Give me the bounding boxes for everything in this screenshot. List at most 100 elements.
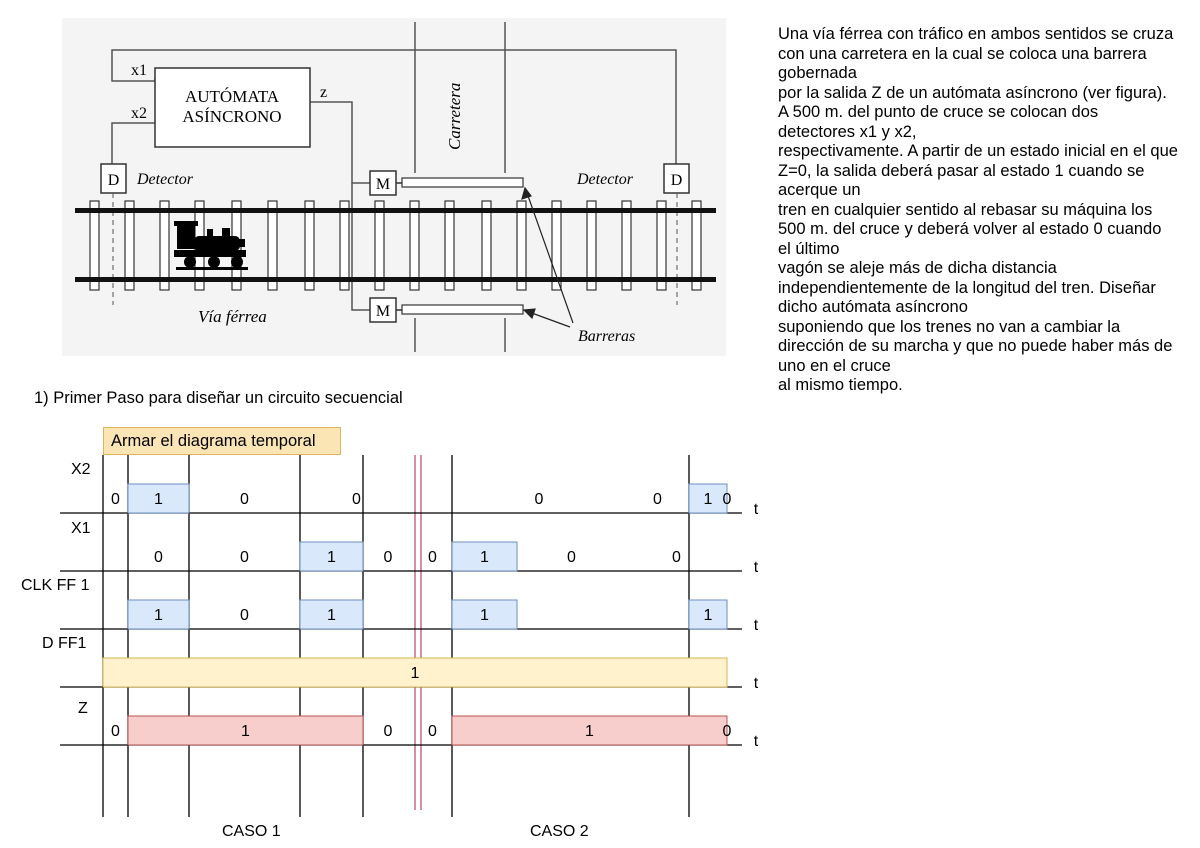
problem-description: Una vía férrea con tráfico en ambos sent… — [778, 25, 1178, 396]
sleeper — [551, 200, 562, 291]
barrier-bottom — [401, 304, 524, 315]
detector-right-label: Detector — [576, 171, 634, 188]
signal-value: 0 — [384, 723, 393, 740]
signal-label-clk-ff1: CLK FF 1 — [21, 577, 90, 594]
signal-value: 1 — [327, 607, 336, 624]
output-z-label: z — [320, 84, 327, 101]
detector-right-letter: D — [671, 172, 683, 189]
signal-value: 1 — [327, 549, 336, 566]
signal-value: 1 — [154, 607, 163, 624]
signal-high-pulse — [299, 541, 364, 572]
automaton-label-1: AUTÓMATA — [185, 87, 280, 106]
signal-value: 0 — [672, 549, 681, 566]
signal-value: 0 — [240, 491, 249, 508]
locomotive-icon — [174, 221, 248, 270]
signal-high-pulse — [127, 483, 190, 514]
description-line: respectivamente. A partir de un estado i… — [778, 142, 1178, 199]
road-label: Carretera — [445, 83, 464, 150]
signal-label-x1: X1 — [71, 520, 91, 537]
signal-value: 0 — [154, 549, 163, 566]
signal-value: 0 — [723, 491, 732, 508]
signal-value: 0 — [352, 491, 361, 508]
sleeper — [656, 200, 667, 291]
case-2-label: CASO 2 — [530, 823, 589, 840]
input-x2-label: x2 — [131, 105, 147, 122]
signal-value: 1 — [411, 665, 420, 682]
motor-bottom-letter: M — [376, 303, 390, 320]
signal-high-pulse — [299, 599, 364, 630]
rail-top — [75, 208, 716, 213]
signal-value: 1 — [154, 491, 163, 508]
signal-value: 0 — [428, 549, 437, 566]
motor-top-box — [369, 170, 397, 196]
barrier-arrows — [521, 186, 574, 328]
track-label: Vía férrea — [198, 307, 267, 326]
signal-value: 1 — [704, 491, 713, 508]
signal-value: 0 — [240, 549, 249, 566]
rail-bottom — [75, 277, 716, 282]
signal-value: 1 — [480, 549, 489, 566]
railway-crossing-schematic: AUTÓMATA ASÍNCRONO x1 x2 z Carretera D D… — [62, 18, 726, 356]
description-line: Una vía férrea con tráfico en ambos sent… — [778, 25, 1174, 82]
signal-value: 0 — [535, 491, 544, 508]
sleeper — [691, 200, 702, 291]
sleeper — [444, 200, 455, 291]
description-line: suponiendo que los trenes no van a cambi… — [778, 317, 1173, 375]
signal-high-pulse — [451, 541, 518, 572]
motor-top-letter: M — [376, 176, 390, 193]
signal-high-pulse — [688, 483, 728, 514]
time-axis-label: t — [754, 675, 759, 692]
signal-high-pulse — [688, 599, 728, 630]
signal-high-pulse — [102, 657, 728, 688]
signal-value: 0 — [111, 723, 120, 740]
description-line: al mismo tiempo. — [778, 376, 903, 394]
signal-value: 1 — [585, 723, 594, 740]
wiring — [111, 22, 677, 352]
sleeper — [586, 200, 597, 291]
sleeper — [89, 200, 100, 291]
signal-high-pulse — [451, 599, 518, 630]
description-line: vagón se aleje más de dicha distancia in… — [778, 259, 1156, 316]
time-axis-label: t — [754, 733, 759, 750]
detector-left-letter: D — [108, 172, 120, 189]
signal-value: 0 — [240, 607, 249, 624]
sleeper — [304, 200, 315, 291]
sleeper — [159, 200, 170, 291]
detector-left-box — [100, 163, 127, 194]
signal-value: 0 — [723, 723, 732, 740]
time-axis-label: t — [754, 501, 759, 518]
step-title: 1) Primer Paso para diseñar un circuito … — [34, 389, 403, 407]
signal-label-d-ff1: D FF1 — [42, 635, 87, 652]
signal-value: 0 — [384, 549, 393, 566]
signal-value: 0 — [111, 491, 120, 508]
sleeper — [374, 200, 385, 291]
signal-value: 1 — [241, 723, 250, 740]
signal-value: 0 — [653, 491, 662, 508]
sleeper — [621, 200, 632, 291]
sleeper — [267, 200, 278, 291]
automaton-label-2: ASÍNCRONO — [182, 107, 281, 126]
case-1-label: CASO 1 — [222, 823, 281, 840]
signal-high-pulse — [451, 715, 728, 746]
signal-high-pulse — [127, 599, 190, 630]
barriers-label: Barreras — [578, 328, 635, 345]
signal-label-x2: X2 — [71, 461, 91, 478]
detector-right-box — [663, 163, 690, 194]
barrier-top — [401, 177, 524, 188]
timing-diagram-title: Armar el diagrama temporal — [103, 427, 341, 455]
sleeper — [409, 200, 420, 291]
signal-value: 1 — [704, 607, 713, 624]
description-line: por la salida Z de un autómata asíncrono… — [778, 83, 1167, 141]
signal-value: 0 — [567, 549, 576, 566]
sleeper — [516, 200, 527, 291]
signal-high-pulse — [127, 715, 364, 746]
signal-value: 0 — [428, 723, 437, 740]
sleeper — [339, 200, 350, 291]
sleeper — [481, 200, 492, 291]
detector-left-label: Detector — [136, 171, 194, 188]
input-x1-label: x1 — [131, 62, 147, 79]
motor-bottom-box — [369, 297, 397, 323]
signal-value: 1 — [480, 607, 489, 624]
